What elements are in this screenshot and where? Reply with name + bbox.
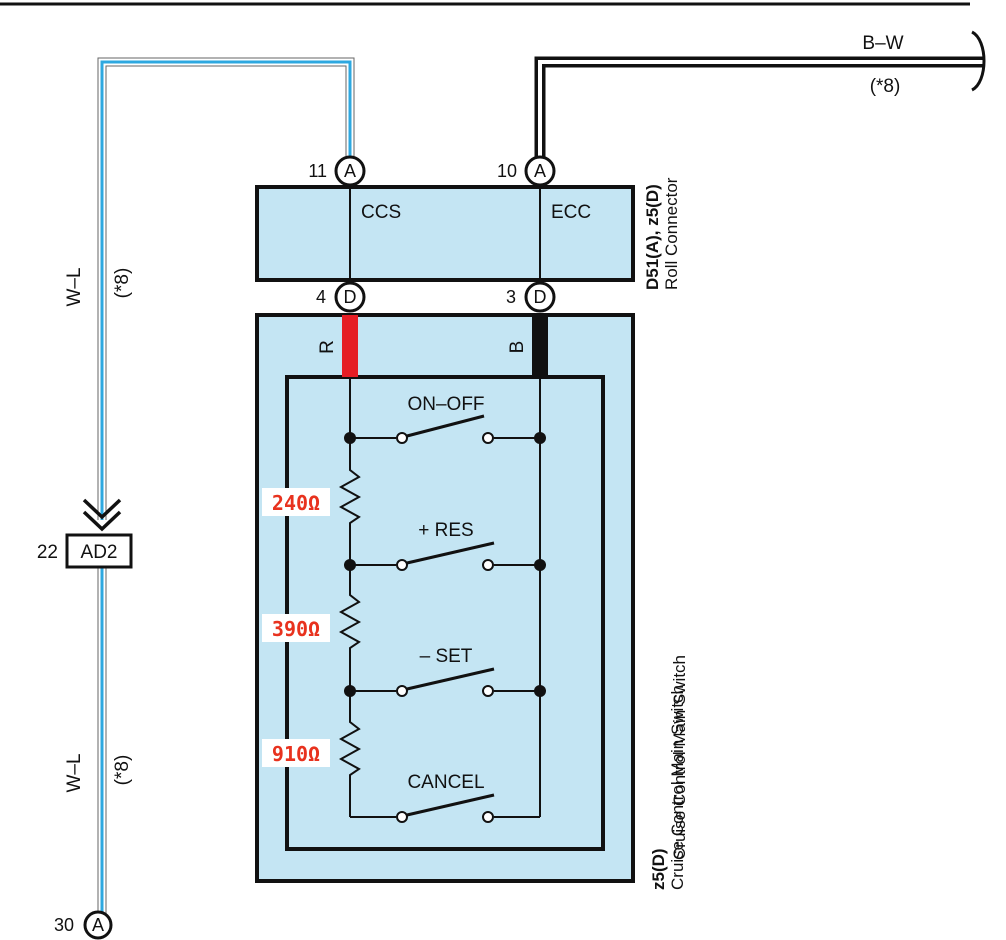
red-wire: [342, 315, 358, 377]
pin-number: 3: [506, 287, 516, 307]
switch-label-res: + RES: [418, 520, 473, 541]
switch-label-on-off: ON–OFF: [407, 394, 484, 415]
pin-4-d: D 4: [316, 281, 366, 313]
connector-bottom: A 30: [54, 910, 113, 940]
pin-3-d: D 3: [506, 281, 556, 313]
wire-b-label: B: [507, 341, 528, 354]
pin-letter: A: [344, 161, 356, 181]
pin-letter: D: [344, 287, 357, 307]
resistor-240: 240Ω: [272, 491, 320, 515]
wire-w-l-top-label: W–L: [64, 267, 85, 306]
roll-connector: CCS ECC: [255, 185, 635, 282]
black-wire: [532, 315, 548, 377]
junction-name: AD2: [81, 542, 118, 563]
resistor-390: 390Ω: [272, 617, 320, 641]
wire-w-l: [97, 57, 355, 918]
pin-11-a: A 11: [308, 155, 366, 187]
pin-number: 10: [497, 161, 517, 181]
main-switch: R B: [255, 313, 635, 883]
roll-connector-ccs: CCS: [361, 202, 401, 223]
connector-bottom-number: 30: [54, 915, 74, 935]
wire-w-l-bottom-label: W–L: [64, 753, 85, 792]
main-switch-title: Cruise Control Main Switch: [670, 655, 689, 860]
junction-dots: [344, 432, 546, 697]
resistor-label-bg: [262, 488, 330, 516]
pin-10-a: A 10: [497, 155, 556, 187]
wire-w-l-bottom-note: (*8): [112, 755, 133, 786]
wire-b-w-note: (*8): [870, 76, 901, 97]
roll-connector-ecc: ECC: [551, 202, 591, 223]
wire-r-label: R: [317, 340, 338, 354]
pin-letter: D: [534, 287, 547, 307]
wire-b-w-label: B–W: [862, 33, 903, 54]
wire-b-w: [534, 56, 985, 158]
main-switch-title-bottom: Cruise Control Main Switch: [668, 685, 687, 890]
junction-number: 22: [37, 542, 58, 563]
wire-break-bracket: [971, 30, 986, 92]
switch-contacts: [396, 432, 494, 823]
switch-label-cancel: CANCEL: [407, 772, 484, 793]
wire-w-l-top-note: (*8): [112, 268, 133, 299]
pin-letter: A: [534, 161, 546, 181]
connector-bottom-letter: A: [92, 915, 104, 935]
internal-circuit: [338, 377, 541, 818]
resistor-label-bg: [262, 739, 330, 767]
pin-number: 11: [308, 161, 327, 181]
pin-number: 4: [316, 287, 326, 307]
resistor-label-bg: [262, 614, 330, 642]
resistor-910: 910Ω: [272, 742, 320, 766]
roll-connector-code: D51(A), z5(D): [643, 184, 662, 290]
roll-connector-title: Roll Connector: [662, 177, 681, 290]
switch-label-set: – SET: [420, 646, 473, 667]
junction-ad2: AD2 22: [37, 498, 133, 569]
main-switch-code: z5(D): [649, 848, 668, 890]
